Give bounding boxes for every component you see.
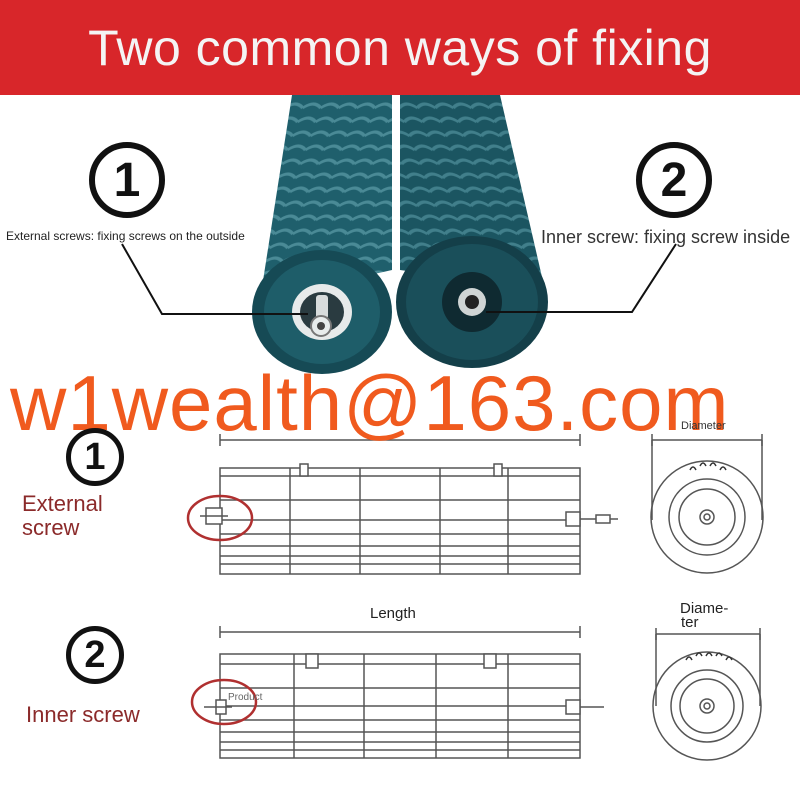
- diagram-1-side-view: [200, 434, 618, 575]
- diagram-2-label: Inner screw: [26, 702, 140, 727]
- label-external-screws: External screws: fixing screws on the ou…: [6, 229, 245, 243]
- watermark-email: w1wealth@163.com: [10, 359, 730, 447]
- fan-wheel-external-photo: [252, 95, 392, 374]
- highlight-circle-inner: [190, 678, 258, 726]
- highlight-circle-external: [186, 494, 254, 542]
- label-inner-screw: Inner screw: fixing screw inside: [541, 227, 791, 247]
- diagram-2-end-view: [652, 628, 762, 761]
- badge-external-photo: 1: [89, 142, 165, 218]
- diagram-1-label-line2: screw: [22, 515, 80, 540]
- page-title: Two common ways of fixing: [88, 19, 712, 76]
- diagram-2-diameter-label-line1: Diame-: [680, 600, 729, 617]
- diagram-1-label-line1: External: [22, 491, 103, 516]
- diagram-2-length-label: Length: [370, 605, 416, 622]
- callout-line-external: [121, 243, 308, 315]
- diagram-1-end-view: [650, 434, 764, 574]
- header-banner: Two common ways of fixing: [0, 0, 800, 95]
- callout-line-inner: [486, 243, 677, 313]
- diagram-2-diameter-label-line2: ter: [681, 614, 699, 631]
- diagram-2-side-view: [204, 626, 604, 759]
- diagram-2-product-label: Product: [228, 692, 263, 703]
- badge-diagram-1: 1: [66, 428, 124, 486]
- badge-diagram-2: 2: [66, 626, 124, 684]
- diagram-1-diameter-label: Diameter: [681, 420, 726, 432]
- fan-wheel-inner-photo: [396, 95, 548, 368]
- badge-inner-photo: 2: [636, 142, 712, 218]
